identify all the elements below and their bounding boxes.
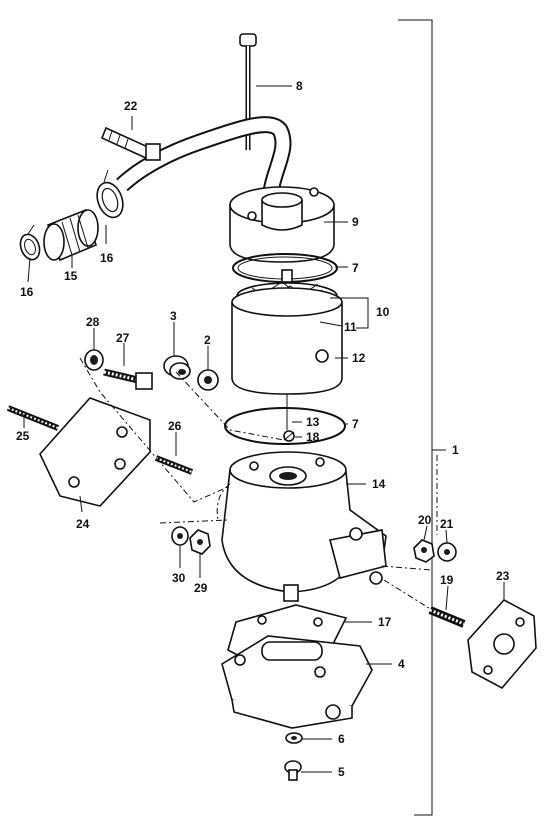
callout-3: 3 [170, 309, 177, 323]
callout-18: 18 [306, 430, 320, 444]
callout-11: 11 [344, 320, 357, 334]
callout-10: 10 [376, 305, 390, 319]
callout-28: 28 [86, 315, 100, 329]
nut-29 [189, 529, 211, 555]
callout-23: 23 [496, 569, 510, 583]
callout-22: 22 [124, 99, 138, 113]
filter-15 [43, 208, 99, 262]
callout-16-right: 16 [100, 251, 114, 265]
callout-14: 14 [372, 477, 386, 491]
washer-28 [84, 349, 104, 371]
callout-26: 26 [168, 419, 182, 433]
leader-lines [23, 85, 505, 773]
clip-16-upper [96, 169, 124, 219]
plate-23 [467, 598, 537, 690]
callout-20: 20 [418, 513, 432, 527]
callout-21: 21 [440, 517, 454, 531]
callout-30: 30 [172, 571, 186, 585]
callout-17: 17 [378, 615, 392, 629]
fuel-hose [116, 116, 292, 201]
callout-7-upper: 7 [352, 261, 359, 275]
callout-7-lower: 7 [352, 417, 359, 431]
callout-13: 13 [306, 415, 320, 429]
callout-19: 19 [440, 573, 454, 587]
stud-26 [154, 455, 194, 475]
washer-6 [285, 732, 303, 744]
callout-29: 29 [194, 581, 208, 595]
pump-body-14 [216, 451, 387, 602]
callout-labels: 1 2 3 4 5 6 7 7 8 9 10 11 12 13 14 15 16… [16, 79, 510, 779]
pin-13-18 [283, 430, 295, 442]
callout-4: 4 [398, 657, 405, 671]
fitting-22 [100, 126, 161, 161]
washer-21 [437, 542, 457, 562]
bracket-24 [39, 397, 151, 507]
washer-30 [171, 526, 189, 546]
callout-5: 5 [338, 765, 345, 779]
o-ring-7-lower [224, 407, 346, 445]
center-lines [79, 357, 438, 611]
callout-25: 25 [16, 429, 30, 443]
callout-24: 24 [76, 517, 90, 531]
stud-19 [428, 606, 466, 628]
cylinder-12 [231, 287, 343, 430]
callout-1: 1 [452, 443, 459, 457]
assembly-bracket [398, 19, 446, 816]
callout-9: 9 [352, 215, 359, 229]
stud-25 [6, 405, 60, 431]
callout-15: 15 [64, 269, 78, 283]
callout-27: 27 [116, 331, 130, 345]
screw-5 [284, 760, 302, 781]
callout-2: 2 [204, 333, 211, 347]
collar-3 [163, 355, 191, 380]
callout-8: 8 [296, 79, 303, 93]
cap-9 [229, 186, 335, 263]
callout-12: 12 [352, 351, 366, 365]
callout-16-left: 16 [20, 285, 34, 299]
nut-20 [413, 539, 435, 563]
clip-16-lower [19, 224, 41, 261]
bolt-27 [103, 368, 153, 390]
callout-6: 6 [338, 732, 345, 746]
washer-2 [197, 369, 219, 391]
base-4 [221, 635, 373, 729]
